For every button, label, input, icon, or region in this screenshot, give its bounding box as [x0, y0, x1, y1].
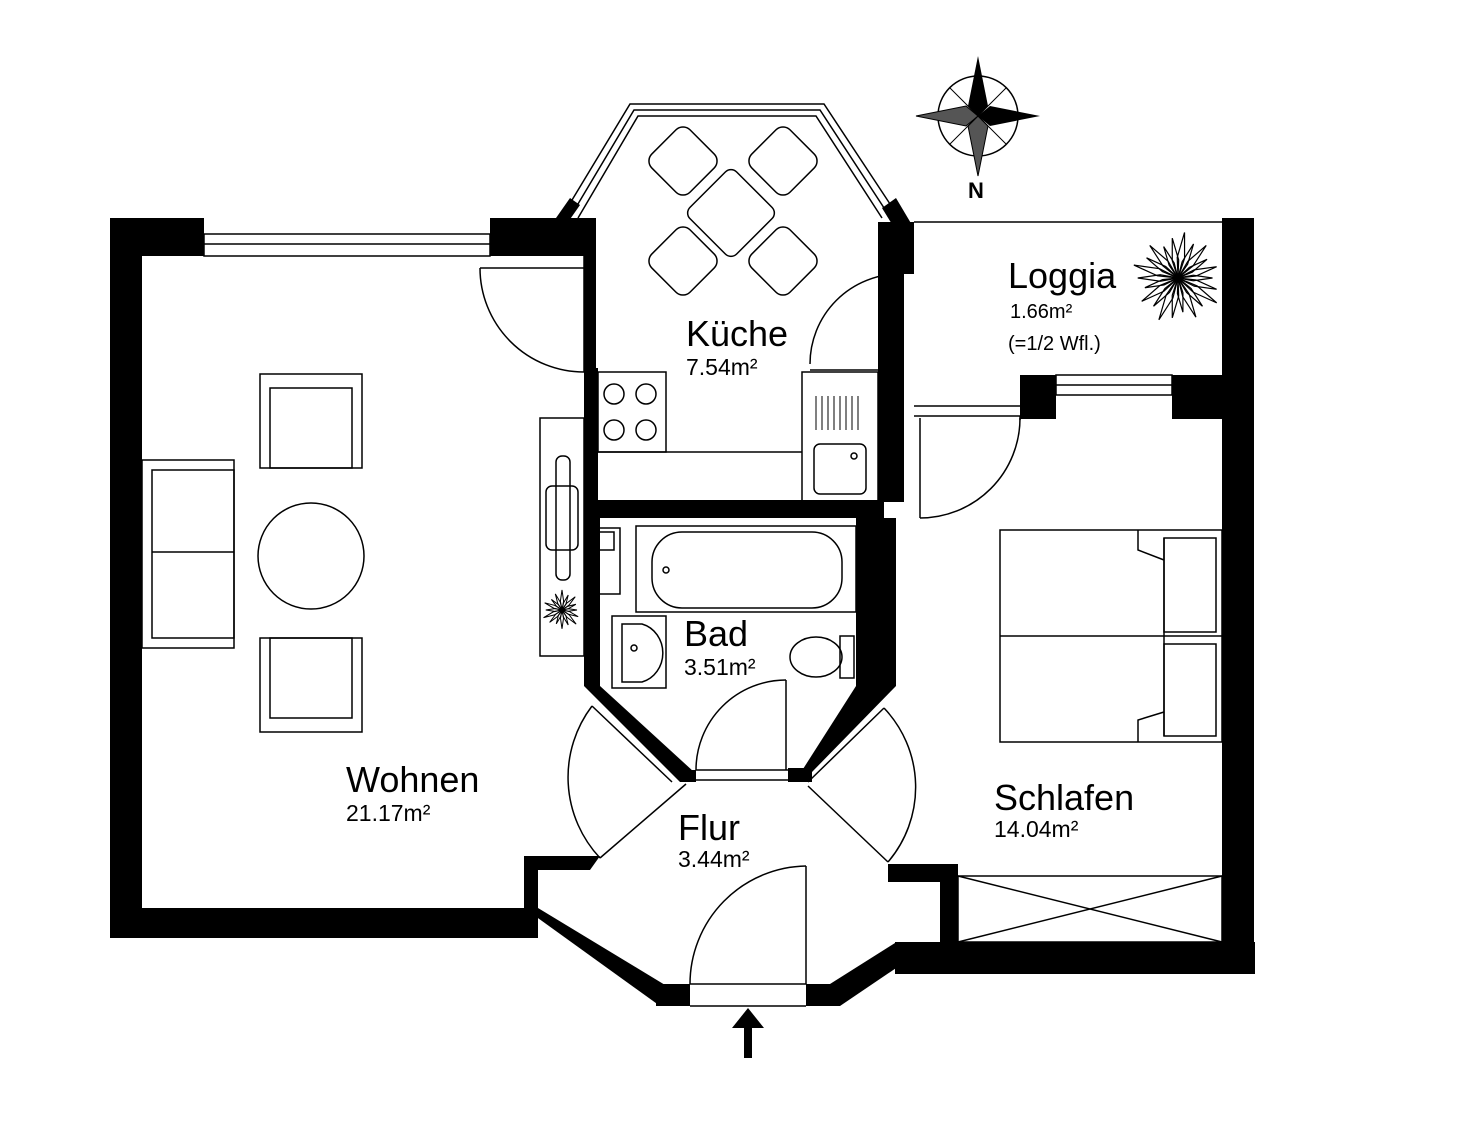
compass-north-label: N — [968, 178, 984, 203]
plant-icon-wohnen — [543, 589, 579, 629]
plant-leaf — [1177, 243, 1195, 279]
plant-leaf — [1177, 277, 1217, 290]
plant-leaf — [1141, 277, 1179, 302]
plant-leaf — [1149, 244, 1179, 279]
plant-leaf — [1144, 277, 1179, 289]
plant-leaf — [1177, 277, 1203, 307]
room-area-schlafen: 14.04m² — [994, 816, 1079, 842]
room-area-wohnen: 21.17m² — [346, 800, 431, 826]
plant-leaf — [1176, 277, 1184, 313]
room-name-flur: Flur — [678, 807, 740, 848]
plant-leaf — [1177, 266, 1217, 279]
room-area-kueche: 7.54m² — [686, 354, 758, 380]
windows — [203, 103, 1223, 943]
doors — [479, 256, 1021, 1007]
plant-leaf — [1176, 232, 1186, 279]
plant-leaf — [1146, 257, 1179, 279]
plant-leaf — [1177, 277, 1218, 304]
furniture — [141, 126, 1223, 743]
room-name-kueche: Küche — [686, 313, 789, 354]
plant-leaf — [1133, 264, 1179, 279]
compass-rose-icon — [915, 56, 1040, 177]
plant-leaf — [1163, 246, 1179, 279]
room-area-flur: 3.44m² — [678, 846, 750, 872]
room-area-loggia: 1.66m² — [1010, 301, 1073, 323]
room-name-loggia: Loggia — [1008, 255, 1117, 296]
bathroom-fixtures — [587, 525, 857, 689]
room-name-bad: Bad — [684, 613, 749, 654]
plant-leaf — [1177, 258, 1208, 279]
kitchen-counter — [597, 371, 879, 503]
plant-leaf — [1177, 244, 1207, 279]
plant-leaf — [1177, 274, 1213, 282]
plant-leaf — [1153, 277, 1179, 307]
plant-leaf — [561, 609, 577, 625]
plant-leaf — [1158, 277, 1179, 321]
plant-leaf — [1171, 237, 1180, 279]
plant-leaf — [1177, 277, 1197, 318]
room-name-wohnen: Wohnen — [346, 759, 480, 800]
plant-leaf — [1171, 277, 1180, 319]
plant-leaf — [549, 609, 563, 623]
wohnen-furniture — [141, 373, 585, 733]
room-area-bad: 3.51m² — [684, 654, 756, 680]
plant-icon-loggia — [1133, 232, 1218, 321]
plant-leaf — [1137, 274, 1179, 282]
walls — [110, 198, 1255, 1006]
room-note-loggia: (=1/2 Wfl.) — [1008, 333, 1101, 355]
entrance-arrow-icon — [732, 1008, 764, 1058]
plant-leaf — [561, 603, 577, 611]
room-name-schlafen: Schlafen — [994, 777, 1135, 818]
dining-table-kueche — [648, 126, 818, 296]
double-bed — [999, 529, 1223, 743]
